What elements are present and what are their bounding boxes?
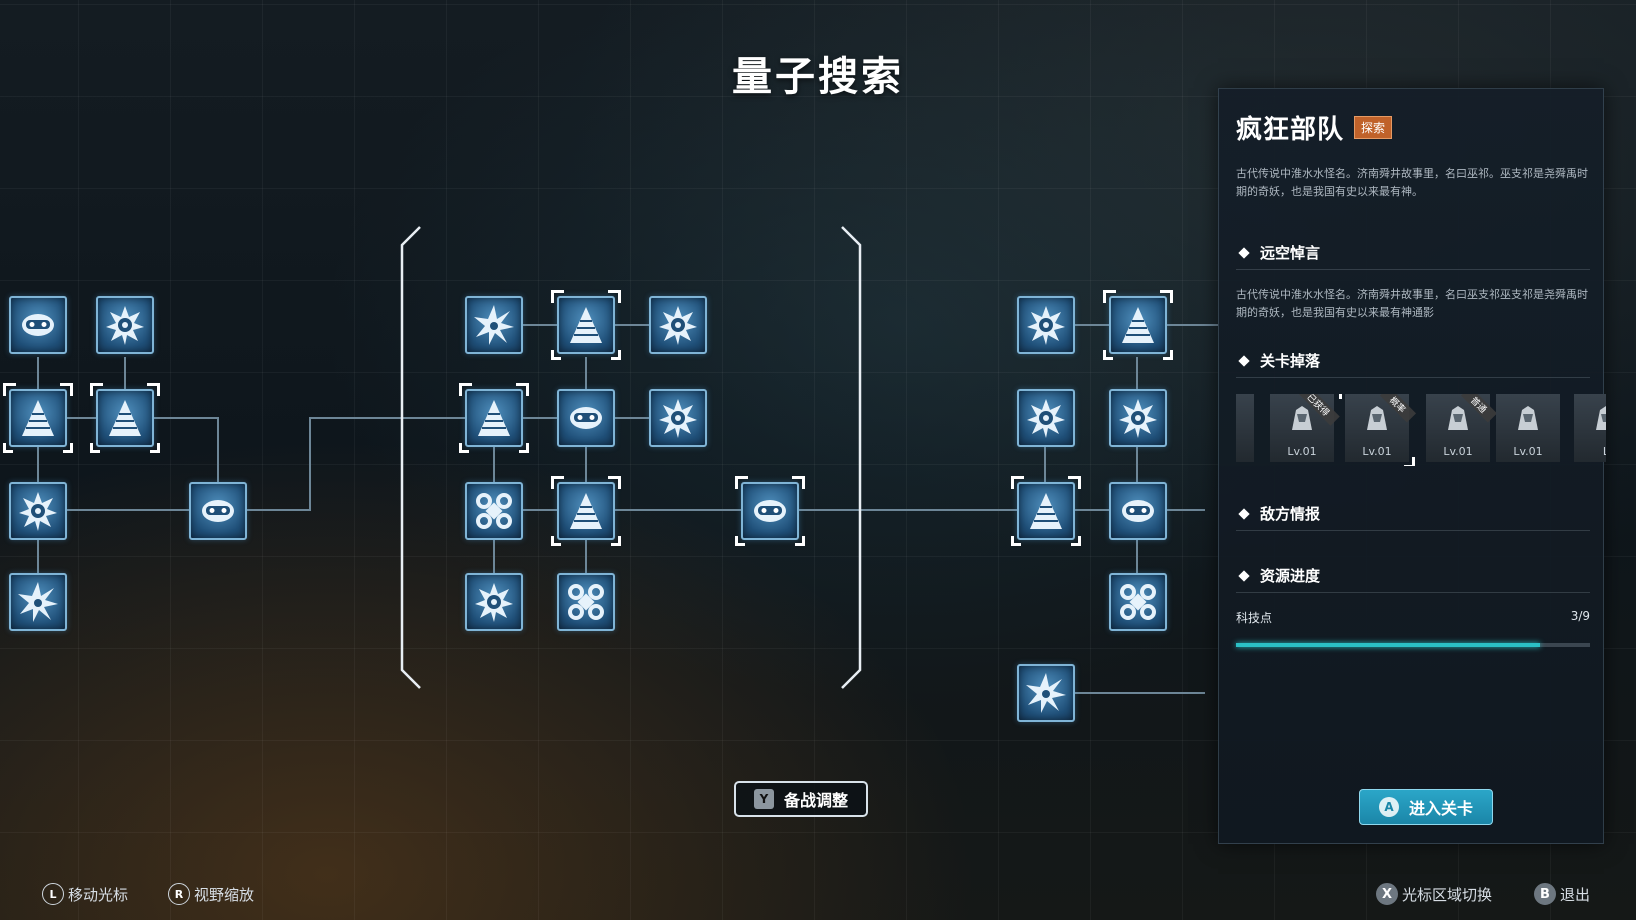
drop-level: Lv.01 [1362, 445, 1392, 458]
node-gear-icon[interactable] [96, 296, 154, 354]
node-pyramid-icon[interactable] [1011, 476, 1081, 546]
node-gear-icon[interactable] [1109, 389, 1167, 447]
node-gear-icon[interactable] [649, 389, 707, 447]
node-pyramid-icon[interactable] [551, 290, 621, 360]
node-pyramid-icon[interactable] [1103, 290, 1173, 360]
section-sky[interactable]: 远空悼言 [1236, 236, 1590, 270]
section-drops[interactable]: 关卡掉落 [1236, 344, 1590, 378]
hint-label: 光标区域切换 [1402, 885, 1493, 904]
sky-text: 古代传说中淮水水怪名。济南舜井故事里，名曰巫支祁巫支祁是尧舜禹时期的奇妖，也是我… [1236, 288, 1588, 319]
section-label: 远空悼言 [1260, 244, 1321, 262]
node-gear-icon[interactable] [1017, 296, 1075, 354]
y-button-icon: Y [753, 789, 774, 809]
hint-label: 视野缩放 [194, 885, 255, 904]
b-button-icon: B [1534, 883, 1556, 905]
node-drone-icon[interactable] [465, 482, 523, 540]
resource-progress-fill [1236, 643, 1541, 647]
node-burst-icon[interactable] [1017, 664, 1075, 722]
hint-move-cursor: L 移动光标 [42, 883, 128, 905]
figure-icon [1440, 400, 1476, 436]
node-gear-icon[interactable] [649, 296, 707, 354]
drop-item[interactable]: 01 [1236, 394, 1254, 462]
node-mask-icon[interactable] [1109, 482, 1167, 540]
stage-type-badge: 探索 [1354, 116, 1393, 139]
right-stick-icon: R [168, 883, 190, 905]
stage-info-panel: 疯狂部队 探索 古代传说中淮水水怪名。济南舜井故事里，名曰巫祁。巫支祁是尧舜禹时… [1218, 88, 1606, 844]
stage-description: 古代传说中淮水水怪名。济南舜井故事里，名曰巫祁。巫支祁是尧舜禹时期的奇妖，也是我… [1236, 167, 1588, 198]
section-label: 资源进度 [1260, 567, 1321, 585]
x-button-icon: X [1376, 883, 1398, 905]
section-label: 敌方情报 [1260, 505, 1321, 523]
enter-stage-button[interactable]: A 进入关卡 [1359, 789, 1493, 825]
node-drone-icon[interactable] [1109, 573, 1167, 631]
hint-label: 移动光标 [68, 885, 129, 904]
prep-adjust-button[interactable]: Y 备战调整 [734, 781, 868, 817]
drop-item[interactable]: Lv.01 [1496, 394, 1560, 462]
group-bracket-left [400, 226, 421, 689]
hint-switch-area[interactable]: X 光标区域切换 [1376, 883, 1492, 905]
node-pyramid-icon[interactable] [90, 383, 160, 453]
panel-header: 疯狂部队 探索 [1236, 109, 1393, 146]
drop-level: Lv.01 [1443, 445, 1473, 458]
left-stick-icon: L [42, 883, 64, 905]
mech-part-icon [1236, 400, 1240, 436]
prep-adjust-label: 备战调整 [783, 791, 848, 810]
node-gear-icon[interactable] [1017, 389, 1075, 447]
node-gear-icon[interactable] [9, 482, 67, 540]
node-pyramid-icon[interactable] [459, 383, 529, 453]
node-mask-icon[interactable] [189, 482, 247, 540]
drop-level: L [1602, 445, 1606, 458]
node-burst-icon[interactable] [465, 296, 523, 354]
drop-item[interactable]: L [1574, 394, 1606, 462]
node-gear-icon[interactable] [465, 573, 523, 631]
diamond-bullet-icon [1238, 507, 1250, 520]
resource-label: 科技点 [1236, 611, 1273, 625]
node-pyramid-icon[interactable] [3, 383, 73, 453]
node-burst-icon[interactable] [9, 573, 67, 631]
page-title: 量子搜索 [732, 54, 904, 100]
node-pyramid-icon[interactable] [551, 476, 621, 546]
drop-level: Lv.01 [1513, 445, 1543, 458]
helmet-icon [1359, 400, 1395, 436]
section-resource[interactable]: 资源进度 [1236, 559, 1590, 593]
resource-progress-bar [1236, 643, 1590, 647]
node-mask-icon-selected[interactable] [735, 476, 805, 546]
node-mask-icon[interactable] [557, 389, 615, 447]
hint-exit[interactable]: B 退出 [1534, 883, 1590, 905]
group-bracket-right [841, 226, 862, 689]
drop-level: Lv.01 [1287, 445, 1317, 458]
diamond-bullet-icon [1238, 246, 1250, 259]
a-button-icon: A [1378, 797, 1399, 817]
hint-label: 退出 [1560, 885, 1591, 904]
hint-zoom: R 视野缩放 [168, 883, 254, 905]
gem-icon [1588, 400, 1606, 436]
boot-icon [1510, 400, 1546, 436]
node-mask-icon[interactable] [9, 296, 67, 354]
armor-icon [1284, 400, 1320, 436]
node-drone-icon[interactable] [557, 573, 615, 631]
enter-stage-label: 进入关卡 [1408, 799, 1473, 818]
diamond-bullet-icon [1238, 569, 1250, 582]
stage-title: 疯狂部队 [1236, 115, 1345, 145]
section-enemy[interactable]: 敌方情报 [1236, 497, 1590, 531]
section-label: 关卡掉落 [1260, 352, 1321, 370]
diamond-bullet-icon [1238, 354, 1250, 367]
resource-value: 3/9 [1570, 609, 1590, 623]
resource-row: 科技点 3/9 [1236, 609, 1590, 626]
